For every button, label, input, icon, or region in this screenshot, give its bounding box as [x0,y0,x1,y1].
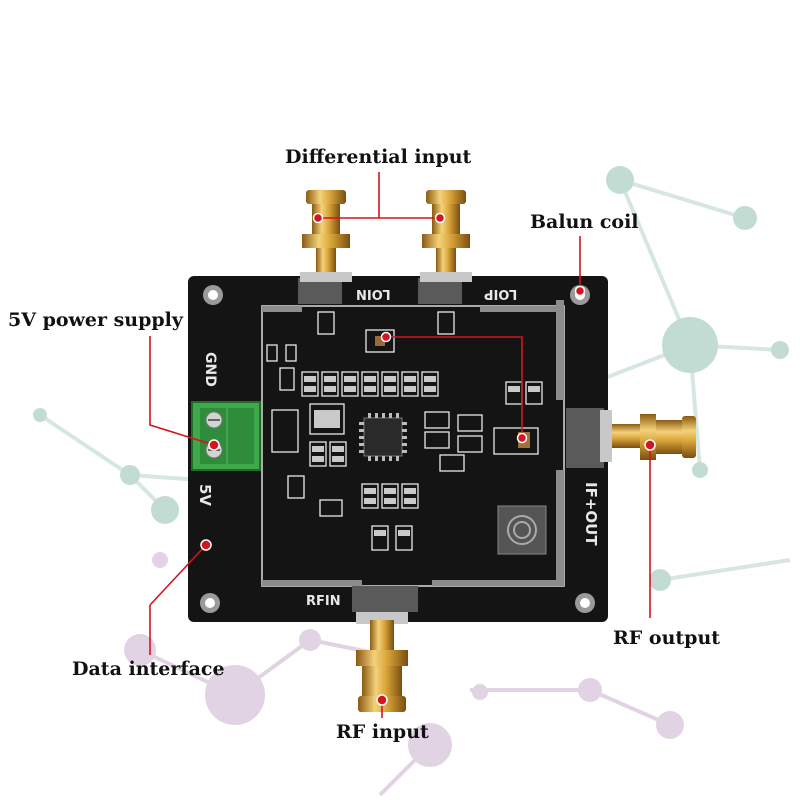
silk-gnd: GND [202,352,218,387]
sma-connector-if-out [600,410,696,462]
smd-components [266,278,604,612]
silk-loip: LOIP [484,286,518,301]
mixer-ic [359,413,407,461]
callout-dots [200,212,656,706]
screw-terminal [191,401,261,471]
silk-rfin: RFIN [306,594,341,609]
callout-lines [149,172,651,718]
silk-5v: 5V [196,484,214,507]
pcb-board [188,276,608,622]
label-differential-input: Differential input [285,146,472,168]
silk-if-out: IF+OUT [582,482,600,546]
silk-loin: LOIN [356,286,391,301]
sma-connector-lo-left [300,190,352,282]
label-data-interface: Data interface [72,658,225,680]
sma-connector-lo-right [420,190,472,282]
label-rf-output: RF output [613,627,721,649]
label-balun-coil: Balun coil [530,211,639,233]
label-power-supply: 5V power supply [8,309,183,331]
label-rf-input: RF input [336,721,429,743]
